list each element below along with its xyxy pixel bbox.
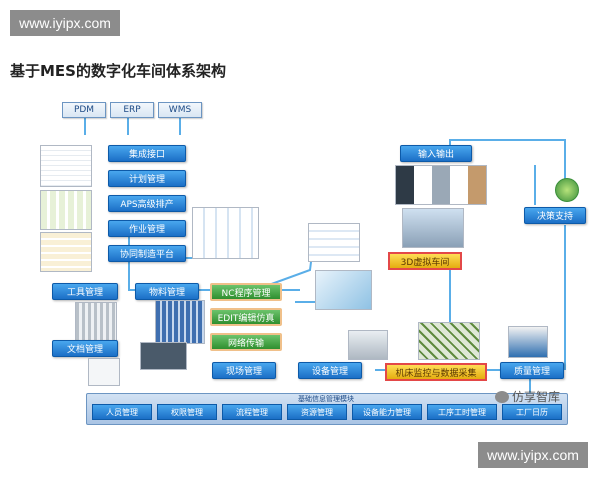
module-equipment-capability: 设备能力管理 xyxy=(352,404,422,420)
software-screenshot-1 xyxy=(40,145,92,187)
scanner-image xyxy=(140,342,187,370)
document-management: 文档管理 xyxy=(52,340,118,357)
site-management: 现场管理 xyxy=(212,362,276,379)
module-process: 流程管理 xyxy=(222,404,282,420)
3d-virtual-workshop: 3D虚拟车间 xyxy=(388,252,462,270)
micrometer-image xyxy=(508,326,548,358)
module-factory-calendar: 工厂日历 xyxy=(502,404,562,420)
tool-management: 工具管理 xyxy=(52,283,118,300)
flow-diagram-image xyxy=(308,223,360,262)
documents-image xyxy=(88,358,120,386)
workflow-chart-image xyxy=(192,207,259,259)
nc-program-management: NC程序管理 xyxy=(210,283,282,301)
cnc-simulation-image xyxy=(315,270,372,310)
page-title: 基于MES的数字化车间体系架构 xyxy=(10,62,226,80)
circuit-board-image xyxy=(418,322,480,360)
integration-interface: 集成接口 xyxy=(108,145,186,162)
network-transfer: 网络传输 xyxy=(210,333,282,351)
wechat-icon xyxy=(495,390,509,403)
module-process-hours: 工序工时管理 xyxy=(427,404,497,420)
software-screenshot-3 xyxy=(40,232,92,272)
edit-simulation: EDIT编辑仿真 xyxy=(210,308,282,326)
architecture-diagram: PDM ERP WMS 集成接口 计划管理 APS高级排产 作业管理 协同制造平… xyxy=(30,90,586,430)
input-output: 输入输出 xyxy=(400,145,472,162)
aps-scheduling: APS高级排产 xyxy=(108,195,186,212)
pdm-system: PDM xyxy=(62,102,106,118)
decision-support: 决策支持 xyxy=(524,207,586,224)
wms-system: WMS xyxy=(158,102,202,118)
watermark-top: www.iyipx.com xyxy=(10,10,120,36)
collaborative-platform: 协同制造平台 xyxy=(108,245,186,262)
software-screenshot-2 xyxy=(40,190,92,230)
material-management: 物料管理 xyxy=(135,283,199,300)
plan-management: 计划管理 xyxy=(108,170,186,187)
tools-image xyxy=(75,302,117,342)
base-module-title: 基础信息管理模块 xyxy=(298,395,354,403)
machine-tool-image xyxy=(348,330,388,360)
module-personnel: 人员管理 xyxy=(92,404,152,420)
module-permissions: 权限管理 xyxy=(157,404,217,420)
logo: 仿享智库 xyxy=(495,388,560,405)
virtual-workshop-image xyxy=(402,208,464,248)
erp-system: ERP xyxy=(110,102,154,118)
module-resources: 资源管理 xyxy=(287,404,347,420)
quality-management: 质量管理 xyxy=(500,362,564,379)
terminal-devices-image xyxy=(395,165,487,205)
watermark-bottom: www.iyipx.com xyxy=(478,442,588,468)
job-management: 作业管理 xyxy=(108,220,186,237)
logo-text: 仿享智库 xyxy=(512,390,561,404)
machine-monitoring: 机床监控与数据采集 xyxy=(385,363,487,381)
warehouse-image xyxy=(155,300,205,344)
equipment-management: 设备管理 xyxy=(298,362,362,379)
decision-chart-icon xyxy=(555,178,579,202)
